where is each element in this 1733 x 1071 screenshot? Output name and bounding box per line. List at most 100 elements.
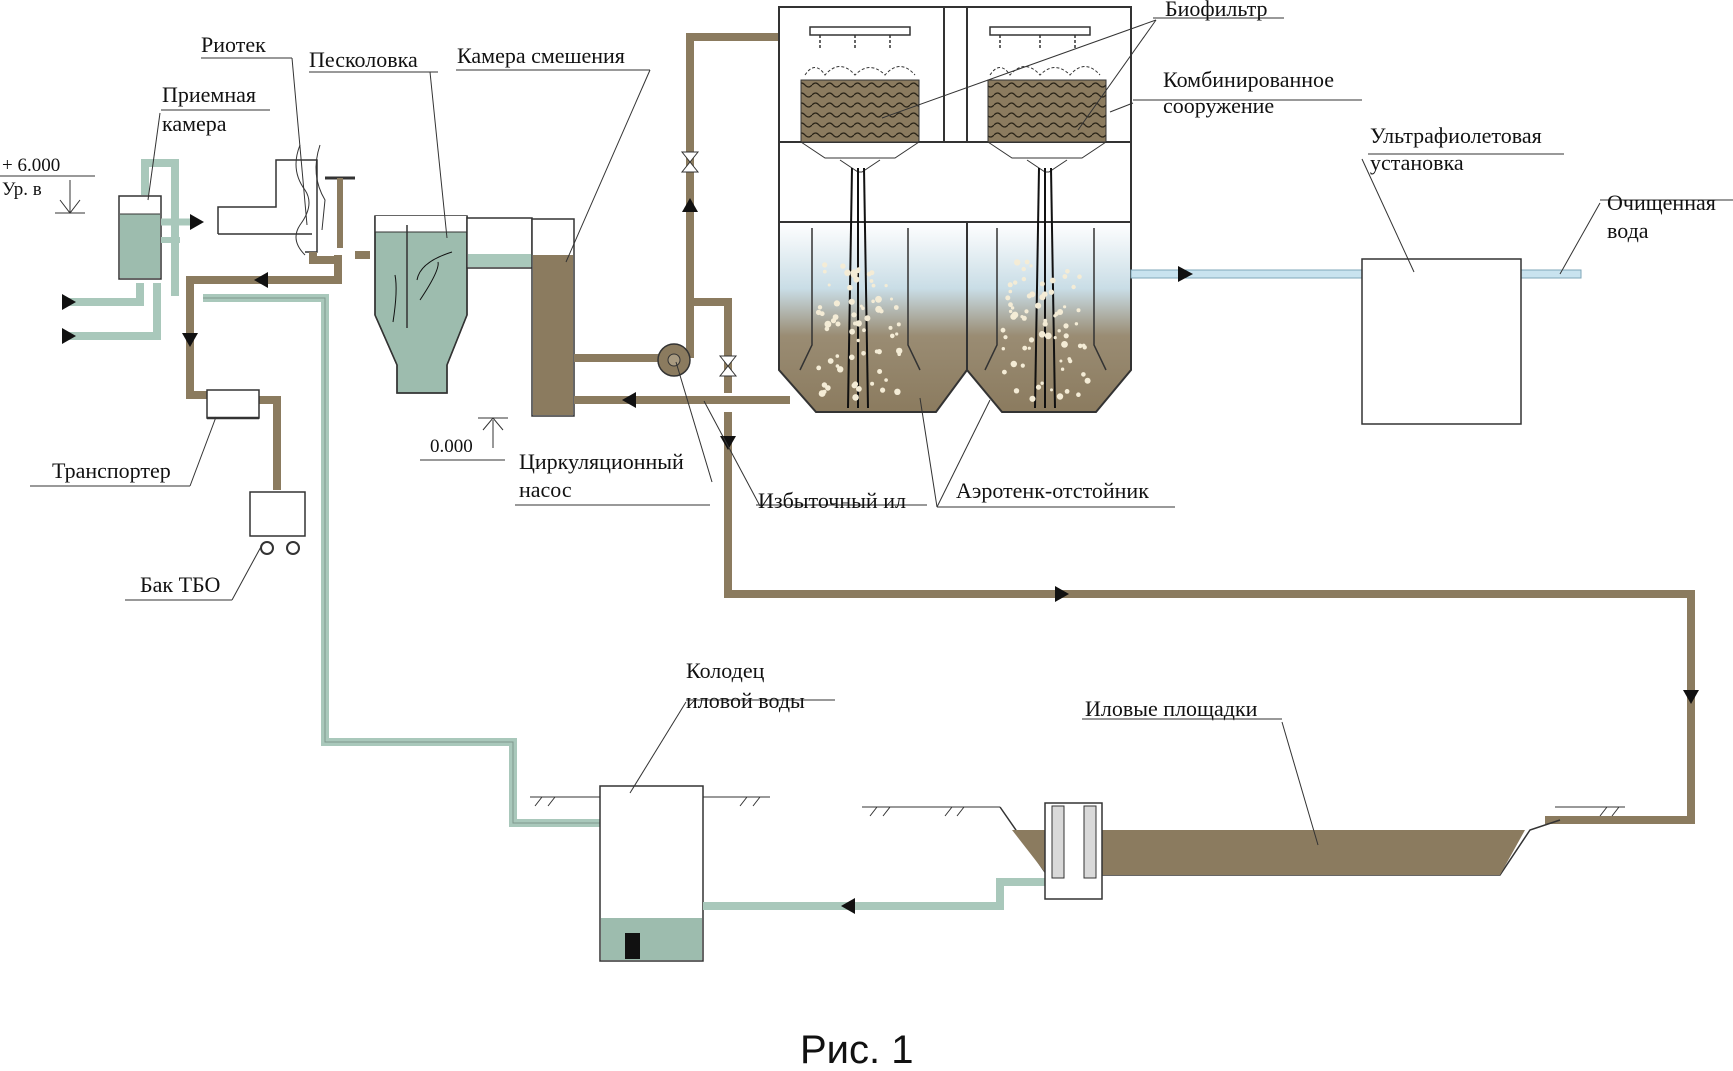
bubble bbox=[864, 315, 871, 322]
bubble bbox=[853, 276, 860, 283]
bubble bbox=[1028, 337, 1035, 343]
bubble bbox=[1021, 266, 1026, 272]
level-top-text: + 6.000 bbox=[2, 155, 60, 176]
bubble bbox=[1039, 294, 1046, 301]
bubble bbox=[1076, 308, 1081, 313]
riotek-screen bbox=[217, 144, 370, 264]
valve-upper bbox=[680, 151, 700, 173]
bubble bbox=[1063, 305, 1067, 309]
bubble bbox=[1049, 277, 1056, 284]
sand-trap bbox=[374, 215, 468, 394]
bubble bbox=[1056, 393, 1064, 400]
bubble bbox=[1035, 384, 1042, 390]
bubble bbox=[1039, 281, 1045, 287]
mixing-chamber bbox=[531, 218, 575, 417]
bubble bbox=[832, 314, 839, 320]
bubble bbox=[1010, 306, 1015, 310]
leader-lines bbox=[30, 17, 1733, 846]
bubble bbox=[1008, 302, 1013, 308]
bubble bbox=[847, 284, 853, 291]
bubble bbox=[1005, 295, 1011, 301]
bubble bbox=[862, 328, 866, 333]
bubble bbox=[1022, 345, 1028, 351]
bubble bbox=[1024, 309, 1029, 314]
uv-unit bbox=[1361, 258, 1522, 425]
level-top-sub-text: Ур. в bbox=[2, 179, 42, 200]
bubble bbox=[1020, 363, 1025, 368]
bubble bbox=[888, 325, 893, 330]
bubble bbox=[1013, 388, 1020, 394]
bubble bbox=[1008, 309, 1013, 314]
bubble bbox=[1010, 360, 1017, 368]
bubble bbox=[1057, 329, 1061, 333]
bubble bbox=[871, 283, 876, 288]
bubble bbox=[849, 328, 855, 335]
bubble bbox=[1084, 377, 1091, 384]
bubble bbox=[1014, 259, 1021, 266]
bubble bbox=[893, 305, 899, 310]
sludge-beds bbox=[862, 802, 1625, 900]
label-riotek: Риотек bbox=[201, 32, 266, 57]
bubble bbox=[1001, 347, 1005, 351]
bubble bbox=[848, 298, 855, 305]
figure-caption: Рис. 1 bbox=[800, 1028, 914, 1066]
bubble bbox=[1050, 388, 1053, 392]
bubble bbox=[851, 382, 858, 389]
combined-structure bbox=[778, 6, 1132, 413]
bubble bbox=[1021, 276, 1027, 282]
label-cirk-1: Циркуляционный bbox=[519, 449, 684, 474]
bubble bbox=[844, 269, 851, 277]
bubble bbox=[875, 295, 882, 303]
bubble bbox=[1040, 381, 1044, 385]
bubble bbox=[849, 354, 855, 361]
bubble bbox=[822, 389, 827, 394]
bubble bbox=[827, 283, 831, 287]
label-aerotenk: Аэротенк-отстойник bbox=[956, 478, 1149, 503]
label-kolodec-2: иловой воды bbox=[686, 688, 805, 713]
transporter bbox=[206, 389, 260, 420]
receiving-chamber bbox=[118, 195, 204, 280]
bubble bbox=[896, 347, 903, 355]
bubble bbox=[833, 300, 841, 307]
bubble bbox=[1020, 315, 1024, 319]
bubble bbox=[822, 269, 827, 274]
bubble bbox=[856, 386, 862, 392]
bubble bbox=[875, 305, 882, 313]
bubble bbox=[1067, 357, 1072, 361]
bubble bbox=[1081, 372, 1086, 377]
bubble bbox=[1053, 336, 1057, 340]
bubble bbox=[896, 322, 901, 327]
circulation-pump bbox=[657, 343, 691, 377]
label-bak-tbo: Бак ТБО bbox=[140, 572, 220, 597]
bubble bbox=[1007, 282, 1013, 288]
inlet-pipes bbox=[62, 159, 179, 344]
bubble bbox=[1076, 392, 1081, 398]
bubble bbox=[1065, 269, 1070, 274]
bubble bbox=[1071, 284, 1076, 290]
bubble bbox=[890, 333, 895, 339]
bubble bbox=[817, 305, 823, 310]
label-biofilter: Биофильтр bbox=[1165, 0, 1268, 21]
label-uv-1: Ультрафиолетовая bbox=[1370, 123, 1542, 148]
label-peskolovka: Песколовка bbox=[309, 47, 418, 72]
bubble bbox=[1038, 331, 1046, 338]
valve-lower bbox=[718, 355, 738, 377]
label-ochisch-1: Очищенная bbox=[1607, 190, 1716, 215]
bubble bbox=[1081, 343, 1086, 348]
bubble bbox=[1008, 289, 1013, 294]
bubble bbox=[866, 271, 872, 277]
bubble bbox=[877, 369, 883, 374]
level-mark-top: + 6.000 Ур. в bbox=[0, 155, 95, 214]
solid-waste-bin bbox=[249, 491, 306, 555]
bubble bbox=[1077, 343, 1083, 349]
bubble bbox=[1057, 309, 1064, 315]
bubble bbox=[824, 320, 832, 328]
bubble bbox=[852, 394, 859, 401]
bubble bbox=[853, 321, 857, 326]
bubble bbox=[837, 366, 844, 373]
bubble bbox=[861, 351, 866, 356]
bubble bbox=[1024, 259, 1030, 265]
bubble bbox=[1062, 274, 1068, 279]
